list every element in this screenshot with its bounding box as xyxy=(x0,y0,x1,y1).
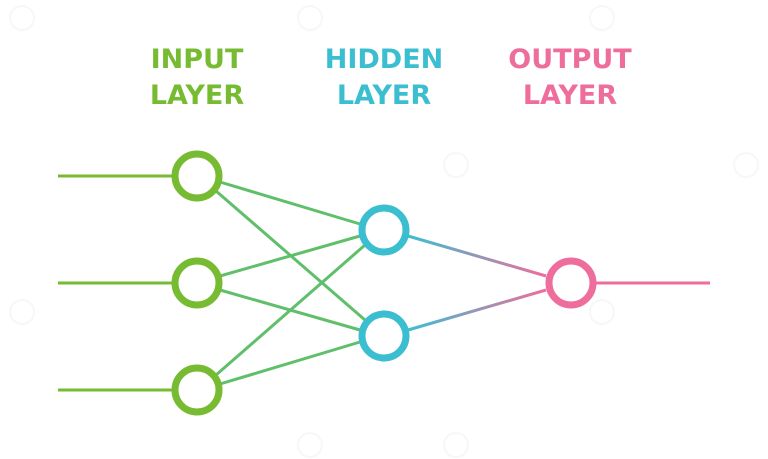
output-layer-title-line1: OUTPUT xyxy=(508,44,632,75)
input-layer-title-line1: INPUT xyxy=(151,44,244,75)
input-lines xyxy=(58,174,172,392)
input-node-1 xyxy=(171,150,223,202)
watermark-icon xyxy=(9,299,35,325)
output-layer-nodes xyxy=(545,257,597,309)
output-node-1 xyxy=(545,257,597,309)
input-node-2 xyxy=(171,257,223,309)
hidden-layer-title-line1: HIDDEN xyxy=(325,44,444,75)
watermark-layer xyxy=(9,5,759,458)
connection-i3-h1 xyxy=(215,243,366,377)
hidden-node-2 xyxy=(358,310,410,362)
connection-i1-h1 xyxy=(219,180,361,226)
watermark-icon xyxy=(443,152,469,178)
watermark-icon xyxy=(297,5,323,31)
hidden-layer-nodes xyxy=(358,204,410,362)
watermark-icon xyxy=(589,299,615,325)
watermark-icon xyxy=(297,432,323,458)
input-hidden-connections xyxy=(215,180,366,386)
watermark-icon xyxy=(733,152,759,178)
watermark-icon xyxy=(443,432,469,458)
connection-h1-o1 xyxy=(407,234,547,278)
output-layer-title-line2: LAYER xyxy=(523,80,618,111)
watermark-icon xyxy=(9,5,35,31)
input-node-3 xyxy=(171,364,223,416)
input-layer-nodes xyxy=(171,150,223,416)
connection-h2-o1 xyxy=(407,288,547,332)
watermark-icon xyxy=(589,5,615,31)
hidden-layer-title-line2: LAYER xyxy=(337,80,432,111)
hidden-node-1 xyxy=(358,204,410,256)
connection-i2-h1 xyxy=(219,234,361,278)
hidden-output-connections xyxy=(407,234,547,332)
connection-i3-h2 xyxy=(219,340,361,386)
input-layer-title-line2: LAYER xyxy=(150,80,245,111)
